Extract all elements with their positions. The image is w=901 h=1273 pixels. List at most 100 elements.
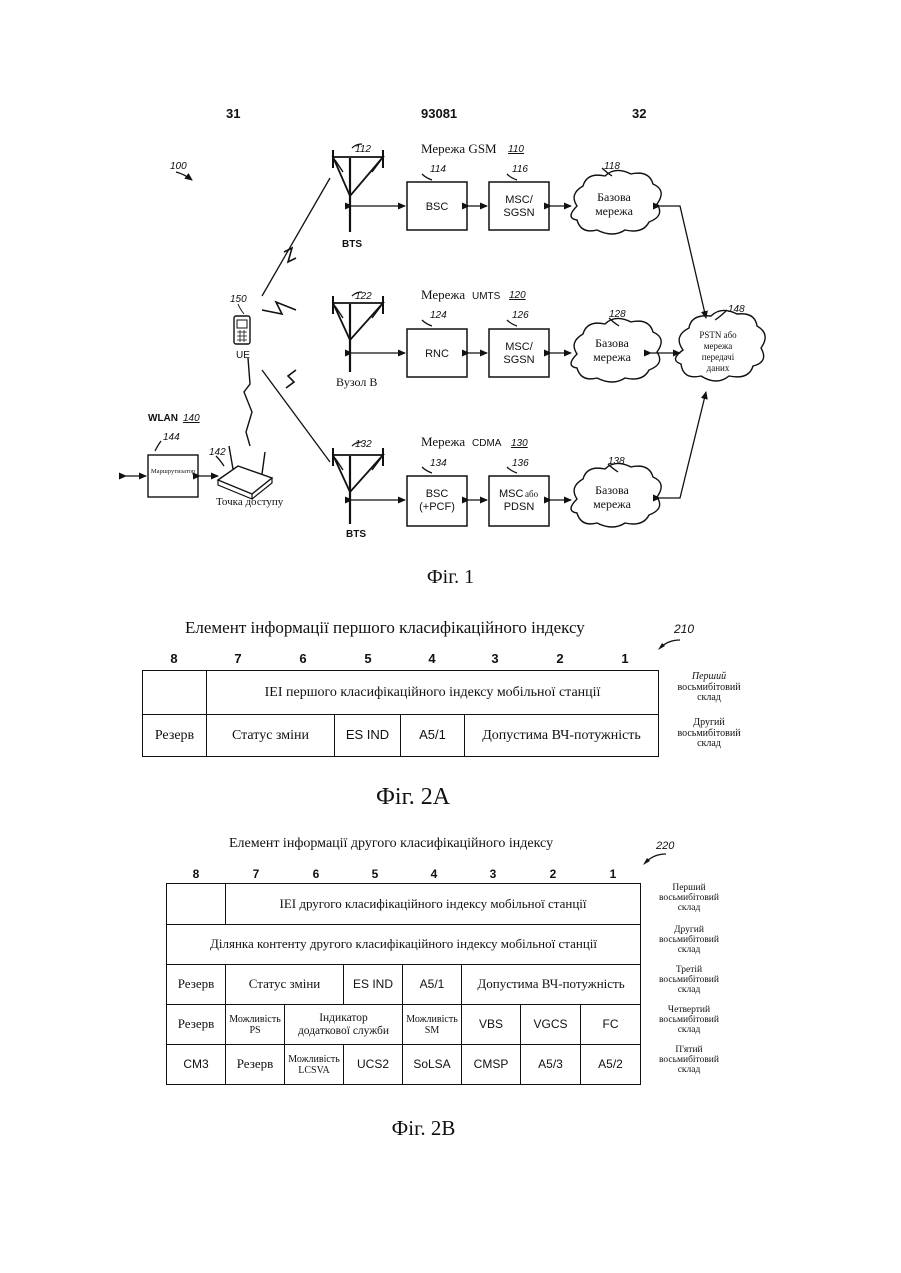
- core-network-label-gsm-1: Базова: [597, 190, 631, 204]
- fig2b-vbs-cell: VBS: [462, 1005, 521, 1045]
- gsm-bts-antenna: [333, 150, 383, 232]
- pstn-label-3: передачі: [702, 352, 735, 362]
- core-network-label-gsm-2: мережа: [595, 204, 634, 218]
- ref-114: 114: [430, 164, 446, 175]
- fig2b-octet-2-label: Другийвосьмибітовийсклад: [643, 926, 735, 956]
- router-label: Маршрутизатор: [151, 468, 195, 475]
- fig2b-a53-cell: A5/3: [521, 1045, 581, 1085]
- fig2b-cmsp-cell: CMSP: [462, 1045, 521, 1085]
- cdma-network-title: Мережа: [421, 434, 465, 449]
- fig2b-a51-cell: A5/1: [403, 965, 462, 1005]
- figure-2b-caption: Фіг. 2B: [0, 1116, 847, 1141]
- cdma-network-number: 130: [511, 438, 528, 449]
- fig2b-revision-cell: Статус зміни: [226, 965, 344, 1005]
- node-b-label: Вузол В: [336, 375, 377, 389]
- ref-138: 138: [608, 456, 625, 467]
- fig2b-ucs2-cell: UCS2: [344, 1045, 403, 1085]
- ref-112: 112: [355, 144, 371, 155]
- pstn-label-2: мережа: [704, 341, 732, 351]
- ref-142: 142: [209, 447, 226, 458]
- core-network-label-cdma-2: мережа: [593, 497, 632, 511]
- fig2b-octet-1-label: Першийвосьмибітовийсклад: [643, 884, 735, 914]
- fig2b-esind-cell: ES IND: [344, 965, 403, 1005]
- figure-1-caption: Фіг. 1: [0, 566, 901, 589]
- access-point: [218, 446, 272, 499]
- msc-label-umts-1: MSC/: [505, 341, 533, 353]
- fig2b-iei-cell: IEI другого класифікаційного індексу моб…: [226, 884, 641, 925]
- access-point-label: Точка доступу: [216, 496, 284, 508]
- ref-116: 116: [512, 164, 528, 175]
- fig2b-content-cell: Ділянка контенту другого класифікаційног…: [167, 925, 641, 965]
- fig2a-title: Елемент інформації першого класифікаційн…: [185, 618, 585, 638]
- fig2b-r4-reserve-cell: Резерв: [167, 1005, 226, 1045]
- msc-sgsn-box-gsm: [489, 182, 549, 230]
- fig2b-vgcs-cell: VGCS: [521, 1005, 581, 1045]
- fig2b-octet-3-label: Третійвосьмибітовийсклад: [643, 966, 735, 996]
- umts-network-title: Мережа: [421, 287, 465, 302]
- msc-sgsn-box-umts: [489, 329, 549, 377]
- fig2a-esind-cell: ES IND: [335, 715, 401, 757]
- router-box: [148, 455, 198, 497]
- msc-pdsn-label-2: PDSN: [504, 501, 535, 513]
- fig2b-table: IEI другого класифікаційного індексу моб…: [166, 883, 641, 1085]
- ue-label: UE: [236, 350, 250, 361]
- fig2b-octet-4-label: Четвертийвосьмибітовийсклад: [643, 1006, 735, 1036]
- cdma-bts-antenna: [333, 448, 383, 524]
- ref-132: 132: [355, 439, 372, 450]
- ref-150: 150: [230, 294, 247, 305]
- fig2b-rf-cell: Допустима ВЧ-потужність: [462, 965, 641, 1005]
- fig2a-reserve-cell: Резерв: [143, 715, 207, 757]
- ref-220-arrow: [640, 850, 670, 868]
- ref-128: 128: [609, 309, 626, 320]
- fig2b-r3-reserve-cell: Резерв: [167, 965, 226, 1005]
- pstn-label-1: PSTN або: [699, 330, 737, 340]
- fig2b-ps-cell: МожливістьPS: [226, 1005, 285, 1045]
- fig2b-title: Елемент інформації другого класифікаційн…: [229, 836, 553, 852]
- msc-label-gsm-1: MSC/: [505, 194, 533, 206]
- fig2a-table: IEI першого класифікаційного індексу моб…: [142, 670, 659, 757]
- msc-label-gsm-2: SGSN: [503, 207, 534, 219]
- fig2b-lcsva-cell: МожливістьLCSVA: [285, 1045, 344, 1085]
- ref-126: 126: [512, 310, 529, 321]
- wlan-number: 140: [183, 413, 200, 424]
- ref-210-arrow: [654, 634, 684, 654]
- ref-100: 100: [170, 161, 187, 172]
- fig2b-r5-reserve-cell: Резерв: [226, 1045, 285, 1085]
- ue-phone: [234, 316, 250, 344]
- cdma-bts-label: BTS: [346, 529, 366, 540]
- fig2b-solsa-cell: SoLSA: [403, 1045, 462, 1085]
- core-network-label-cdma-1: Базова: [595, 483, 629, 497]
- fig2b-cm3-cell: CM3: [167, 1045, 226, 1085]
- wlan-title: WLAN: [148, 413, 178, 424]
- fig2a-octet-1-label: Першийвосьмибітовийсклад: [662, 672, 756, 704]
- rnc-label: RNC: [425, 348, 449, 360]
- ref-144: 144: [163, 432, 180, 443]
- fig2b-ss-indicator-cell: Індикатордодаткової служби: [285, 1005, 403, 1045]
- fig2a-octet-2-label: Другийвосьмибітовийсклад: [662, 718, 756, 750]
- fig2a-a51-cell: A5/1: [401, 715, 465, 757]
- fig2b-a52-cell: A5/2: [581, 1045, 641, 1085]
- msc-pdsn-label-1: MSC: [499, 488, 524, 500]
- core-network-label-umts-2: мережа: [593, 350, 632, 364]
- figure-2a-caption: Фіг. 2A: [0, 784, 826, 811]
- fig2a-rf-cell: Допустима ВЧ-потужність: [465, 715, 659, 757]
- ref-122: 122: [355, 291, 372, 302]
- figure-1-diagram: 100 Мережа GSM 110 112 BTS 114 BSC 116 M…: [0, 0, 901, 560]
- fig2b-fc-cell: FC: [581, 1005, 641, 1045]
- umts-network-title-2: UMTS: [472, 291, 501, 302]
- fig2b-sm-cell: МожливістьSM: [403, 1005, 462, 1045]
- msc-label-umts-2: SGSN: [503, 354, 534, 366]
- fig2a-revision-cell: Статус зміни: [207, 715, 335, 757]
- ref-134: 134: [430, 458, 447, 469]
- umts-node-b-antenna: [333, 296, 383, 372]
- ref-136: 136: [512, 458, 529, 469]
- umts-network-number: 120: [509, 290, 526, 301]
- msc-pdsn-label-1b: або: [525, 489, 539, 499]
- gsm-network-title: Мережа GSM: [421, 141, 497, 156]
- bsc-label: BSC: [426, 201, 449, 213]
- cdma-network-title-2: CDMA: [472, 438, 502, 449]
- ref-118: 118: [604, 161, 620, 172]
- fig2a-iei-cell: IEI першого класифікаційного індексу моб…: [207, 671, 659, 715]
- fig2b-octet-5-label: П'ятийвосьмибітовийсклад: [643, 1046, 735, 1076]
- pstn-label-4: даних: [707, 363, 730, 373]
